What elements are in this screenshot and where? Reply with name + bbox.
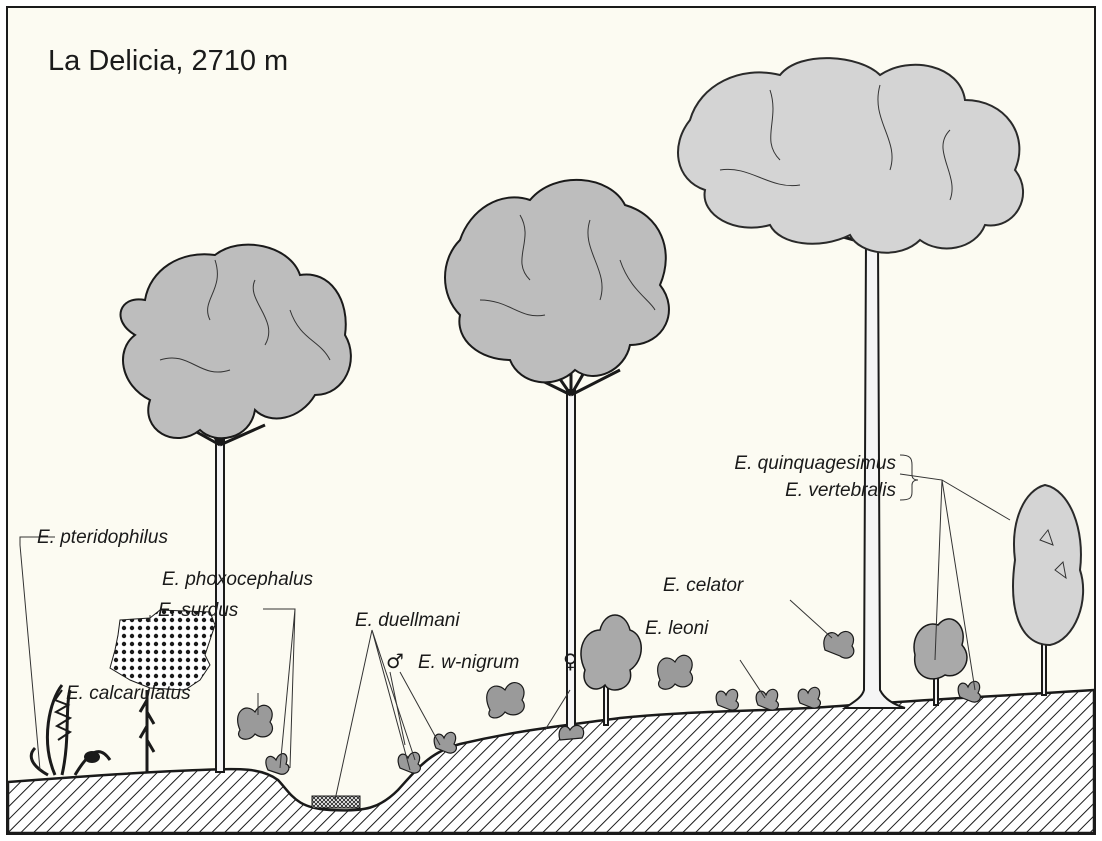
dotted-microhabitat: [109, 609, 216, 691]
label-surdus: E. surdus: [158, 600, 239, 621]
tree-middle: [444, 179, 670, 731]
pool-mesh: [311, 795, 361, 809]
label-bracket: [899, 454, 919, 501]
label-duellmani: E. duellmani: [355, 610, 460, 631]
site-title: La Delicia, 2710 m: [48, 45, 288, 77]
fern-plant: [29, 684, 112, 777]
tree-right: [677, 57, 1025, 709]
leader-lines: [19, 473, 1011, 801]
label-vertebralis: E. vertebralis: [785, 480, 896, 501]
label-pteridophilus: E. pteridophilus: [37, 527, 168, 548]
ground-plants: [237, 631, 982, 775]
stalk-plant: [138, 690, 156, 772]
sapling-far-right: [1012, 483, 1085, 696]
label-leoni: E. leoni: [645, 618, 709, 639]
female-symbol: ♀: [563, 649, 578, 673]
label-w-nigrum: E. w-nigrum: [418, 652, 519, 673]
label-calcarulatus: E. calcarulatus: [66, 683, 191, 704]
label-phoxocephalus: E. phoxocephalus: [162, 569, 314, 590]
shrub-near-middle-tree: [580, 614, 642, 726]
male-symbol: ♂: [386, 649, 404, 673]
label-celator: E. celator: [663, 575, 744, 596]
tree-left: [119, 243, 352, 773]
shrub-right-a: [913, 618, 968, 706]
label-quinquagesimus: E. quinquagesimus: [734, 453, 896, 474]
